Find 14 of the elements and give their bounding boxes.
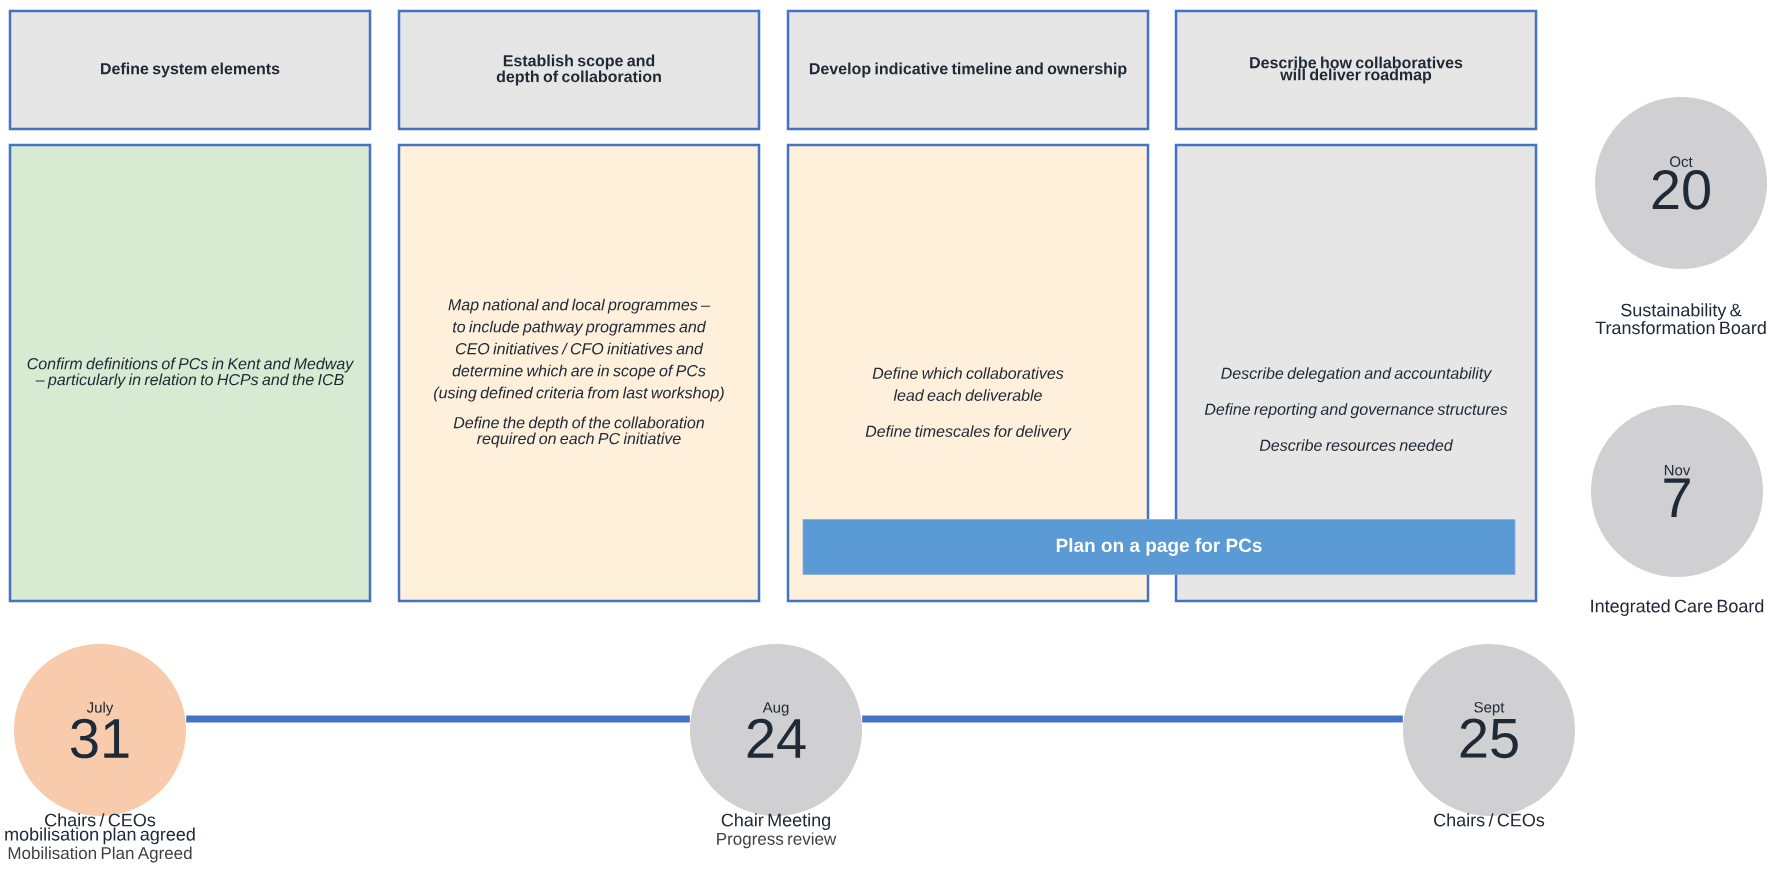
event-label: Chairs / CEOs mobilisation plan agreed: [5, 813, 195, 845]
header-box: Develop indicative timeline and ownership: [786, 9, 1150, 131]
process-box: Map national and local programmes – to include pathway programmes and CEO initiatives / CFO initiatives and determine which are in scope of PCs (using defined criteria from last workshop) Define the depth of the collaboration required on each PC initiative: [397, 143, 761, 603]
event-label: Sustainability & Transformation Board: [1595, 303, 1766, 335]
event-label: Chairs / CEOs: [1434, 813, 1545, 827]
event-label: Chair Meeting: [721, 813, 830, 830]
event-note: Mobilisation Plan Agreed: [8, 846, 192, 863]
banner-bar: Plan on a page for PCs: [802, 519, 1516, 575]
header-box: Describe how collaboratives will deliver roadmap: [1174, 9, 1538, 131]
process-box: Confirm definitions of PCs in Kent and Medway – particularly in relation to HCPs and the ICB: [8, 143, 372, 603]
header-box: Establish scope and depth of collaboration: [397, 9, 761, 131]
header-box: Define system elements: [8, 9, 372, 131]
event-note: Progress review: [717, 832, 837, 849]
event-label: Integrated Care Board: [1591, 599, 1764, 616]
